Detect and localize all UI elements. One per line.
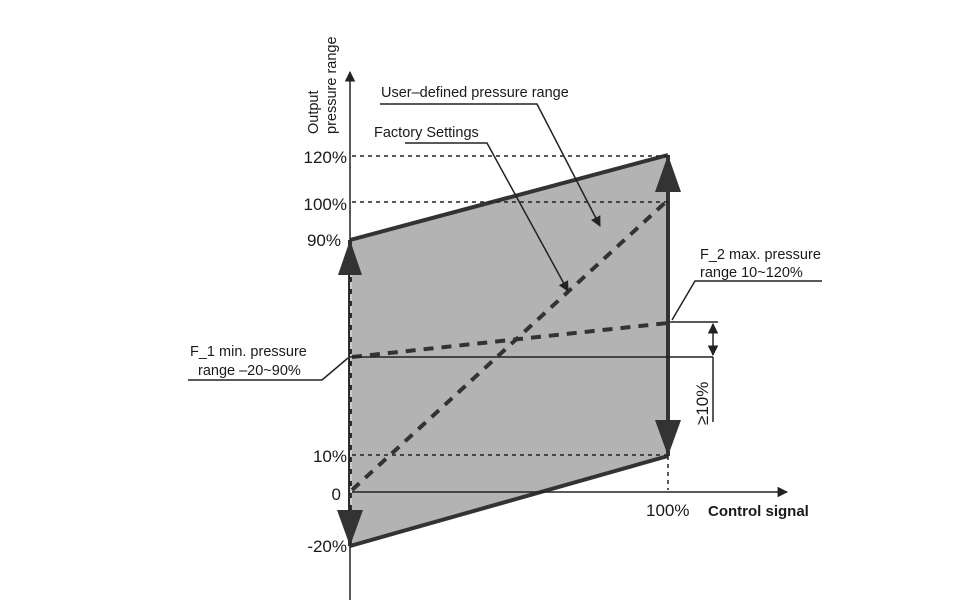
y-tick-10: 10% <box>313 447 347 466</box>
f1-leader-line <box>188 357 349 381</box>
right-adjust-arrows <box>655 155 681 456</box>
reference-lines <box>352 155 669 490</box>
y-tick-100: 100% <box>304 195 347 214</box>
x-axis-title: Control signal <box>708 503 809 520</box>
f1-label-line2: range –20~90% <box>198 363 301 379</box>
x-axis-100-label: 100% <box>646 501 689 520</box>
factory-leader <box>405 142 569 292</box>
f2-leader-line <box>671 280 822 321</box>
y-tick-minus20: -20% <box>307 537 347 556</box>
pressure-range-region <box>350 155 668 546</box>
left-adjust-arrows <box>337 240 363 546</box>
region-bottom-edge <box>349 454 669 548</box>
f2-label-line2: range 10~120% <box>700 265 803 281</box>
y-axis-title-line2: pressure range <box>324 36 340 134</box>
factory-settings-label: Factory Settings <box>374 125 479 141</box>
user-defined-leader <box>380 103 601 227</box>
y-tick-90: 90% <box>307 231 341 250</box>
min-gap-label: ≥10% <box>693 382 712 425</box>
f1-label-line1: F_1 min. pressure <box>190 344 307 360</box>
y-tick-0: 0 <box>332 485 341 504</box>
y-axis-title-line1: Output <box>306 90 322 134</box>
user-defined-label: User–defined pressure range <box>381 85 569 101</box>
region-top-edge <box>349 153 669 242</box>
y-tick-120: 120% <box>304 148 347 167</box>
f2-label-line1: F_2 max. pressure <box>700 247 821 263</box>
